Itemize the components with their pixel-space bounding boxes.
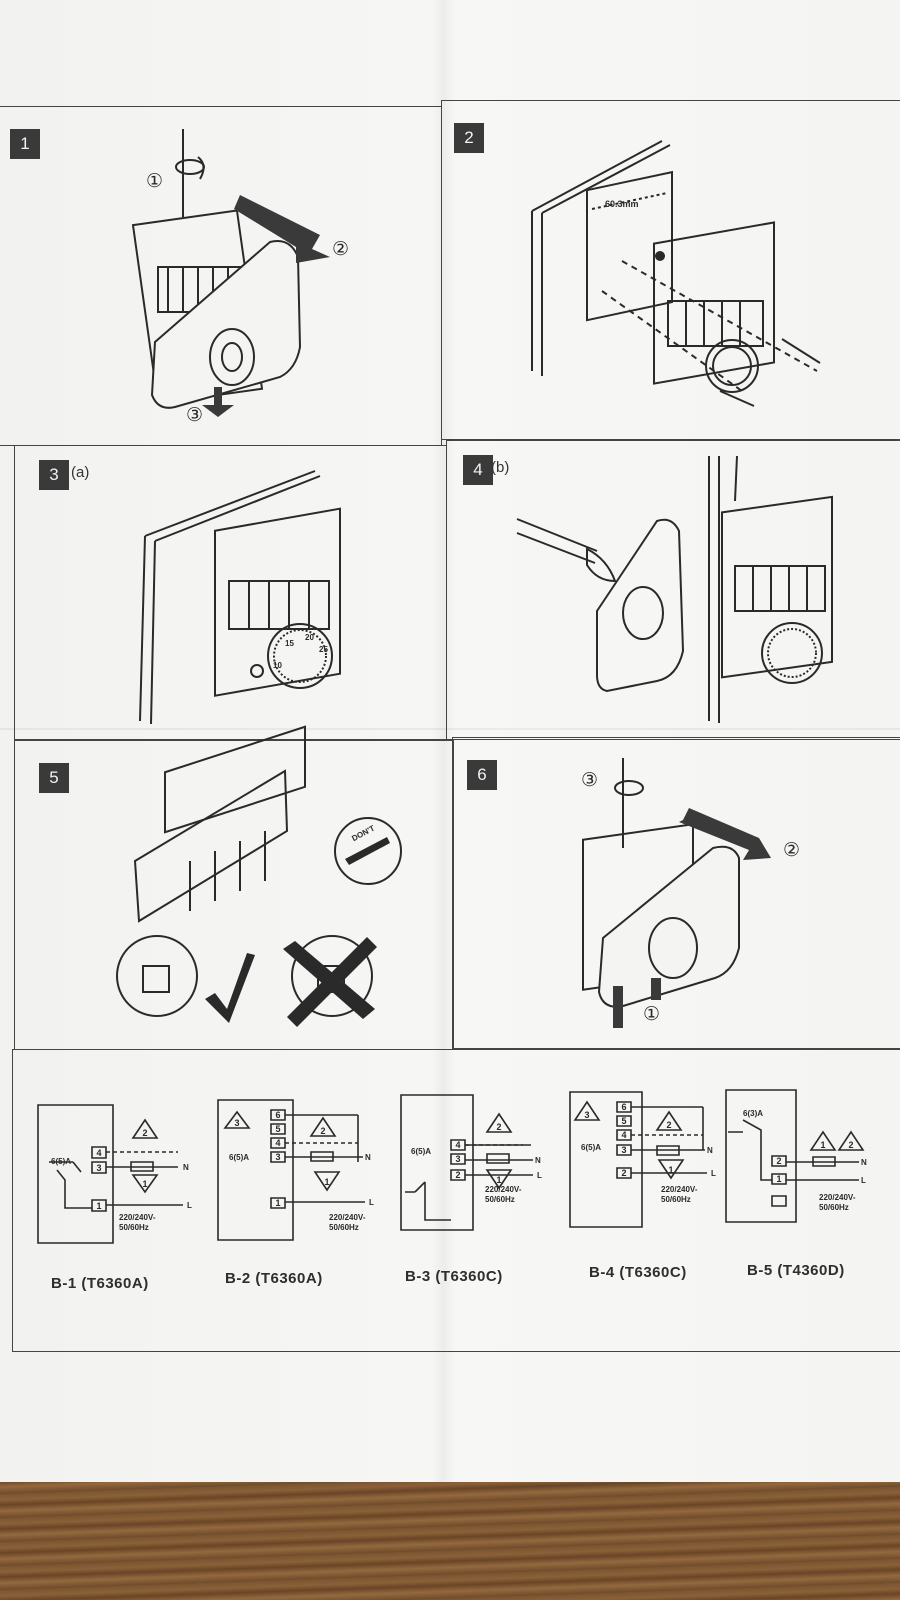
wooden-table — [0, 1470, 900, 1600]
dial-mark-25: 25 — [319, 645, 328, 654]
wiring-diagrams: 4 3 1 6 5 4 3 1 4 3 2 6 5 4 3 2 2 1 — [13, 1050, 867, 1353]
callout-p1-3: ③ — [186, 405, 203, 426]
b4-supply-1: 220/240V- — [661, 1185, 698, 1194]
instruction-sheet: 1 ① ② ③ 2 — [0, 0, 900, 1482]
b5-warn-2: 2 — [848, 1140, 853, 1150]
b1-term-1: 1 — [96, 1201, 101, 1211]
step-panel-4: 4 (b) — [446, 440, 900, 740]
b4-rating: 6(5)A — [581, 1143, 601, 1152]
b1-supply-2: 50/60Hz — [119, 1223, 149, 1232]
step-panel-3: 3 (a) 10 15 20 25 — [14, 445, 447, 740]
b1-rating: 6(5)A — [51, 1157, 71, 1166]
b2-supply-1: 220/240V- — [329, 1213, 366, 1222]
callout-p1-2: ② — [332, 239, 349, 260]
b3-warn-1: 1 — [496, 1175, 501, 1185]
callout-p1-1: ① — [146, 171, 163, 192]
b4-warn-2: 2 — [666, 1120, 671, 1130]
fold-crease — [0, 728, 900, 730]
step-panel-5: 5 DON'T — [14, 740, 454, 1050]
step-panel-1: 1 ① ② ③ — [0, 106, 442, 446]
dial-mark-10: 10 — [273, 661, 282, 670]
b3-supply-2: 50/60Hz — [485, 1195, 515, 1204]
step-5-wiring-illustration: DON'T — [15, 741, 455, 1027]
step-panel-6: 6 ③ ② ① — [452, 737, 900, 1049]
b4-term-6: 6 — [621, 1102, 626, 1112]
b4-term-5: 5 — [621, 1116, 626, 1126]
callout-p6-3: ③ — [581, 770, 598, 791]
b3-neutral: N — [535, 1156, 541, 1165]
b5-line: L — [861, 1176, 866, 1185]
step-4-cover-prep-illustration — [447, 441, 900, 741]
b2-line: L — [369, 1198, 374, 1207]
b1-warn-2: 2 — [142, 1128, 147, 1138]
dimension-label: 60.3mm — [605, 199, 639, 209]
b2-warn-3: 3 — [234, 1118, 239, 1128]
b2-warn-1: 1 — [324, 1177, 329, 1187]
diagram-label-b5: B-5 (T4360D) — [747, 1262, 845, 1279]
b1-term-4: 4 — [96, 1148, 101, 1158]
b2-term-4: 4 — [275, 1138, 280, 1148]
b3-term-2: 2 — [455, 1170, 460, 1180]
b1-term-3: 3 — [96, 1163, 101, 1173]
b5-term-1: 1 — [776, 1174, 781, 1184]
b4-neutral: N — [707, 1146, 713, 1155]
b4-term-3: 3 — [621, 1145, 626, 1155]
b2-neutral: N — [365, 1153, 371, 1162]
b2-supply-2: 50/60Hz — [329, 1223, 359, 1232]
diagram-label-b1: B-1 (T6360A) — [51, 1275, 149, 1292]
b1-warn-1: 1 — [142, 1179, 147, 1189]
b1-neutral: N — [183, 1163, 189, 1172]
step-3-fitted-base-illustration: 10 15 20 25 — [15, 446, 448, 741]
b2-term-3: 3 — [275, 1152, 280, 1162]
dial-mark-15: 15 — [285, 639, 294, 648]
b1-supply-1: 220/240V- — [119, 1213, 156, 1222]
step-1-remove-cover-illustration: ① ② ③ — [0, 107, 349, 426]
b5-warn-1: 1 — [820, 1140, 825, 1150]
b5-rating: 6(3)A — [743, 1109, 763, 1118]
step-number-6: 6 — [467, 760, 497, 790]
b5-supply-1: 220/240V- — [819, 1193, 856, 1202]
b2-warn-2: 2 — [320, 1126, 325, 1136]
b4-term-4: 4 — [621, 1130, 626, 1140]
diagram-label-b4: B-4 (T6360C) — [589, 1264, 687, 1281]
callout-p6-2: ② — [783, 840, 800, 861]
step-number-4: 4 — [463, 455, 493, 485]
step-number-2: 2 — [454, 123, 484, 153]
callout-p6-1: ① — [643, 1004, 660, 1025]
step-panel-2: 2 60.3mm — [441, 100, 900, 440]
b1-line: L — [187, 1201, 192, 1210]
b5-neutral: N — [861, 1158, 867, 1167]
b2-term-1: 1 — [275, 1198, 280, 1208]
b2-rating: 6(5)A — [229, 1153, 249, 1162]
step-6-attach-cover-illustration: ③ ② ① — [581, 738, 800, 1028]
step-2-mount-base-illustration: 60.3mm — [442, 101, 900, 441]
b5-term-2: 2 — [776, 1156, 781, 1166]
step-number-1: 1 — [10, 129, 40, 159]
diagram-label-b2: B-2 (T6360A) — [225, 1270, 323, 1287]
b5-supply-2: 50/60Hz — [819, 1203, 849, 1212]
b4-warn-1: 1 — [668, 1165, 673, 1175]
b4-supply-2: 50/60Hz — [661, 1195, 691, 1204]
b4-line: L — [711, 1169, 716, 1178]
b3-term-4: 4 — [455, 1140, 460, 1150]
b4-warn-3: 3 — [584, 1110, 589, 1120]
b3-warn-2: 2 — [496, 1122, 501, 1132]
b2-term-6: 6 — [275, 1110, 280, 1120]
dial-mark-20: 20 — [305, 633, 314, 642]
wiring-diagrams-panel: 4 3 1 6 5 4 3 1 4 3 2 6 5 4 3 2 2 1 — [12, 1049, 900, 1352]
b3-term-3: 3 — [455, 1154, 460, 1164]
b3-supply-1: 220/240V- — [485, 1185, 522, 1194]
step-4-variant: (b) — [491, 459, 510, 476]
step-number-5: 5 — [39, 763, 69, 793]
step-3-variant: (a) — [71, 464, 90, 481]
b2-term-5: 5 — [275, 1124, 280, 1134]
step-number-3: 3 — [39, 460, 69, 490]
b3-rating: 6(5)A — [411, 1147, 431, 1156]
dont-icon-text: DON'T — [350, 824, 376, 844]
correct-check-icon — [205, 953, 255, 1023]
b4-term-2: 2 — [621, 1168, 626, 1178]
diagram-label-b3: B-3 (T6360C) — [405, 1268, 503, 1285]
b3-line: L — [537, 1171, 542, 1180]
